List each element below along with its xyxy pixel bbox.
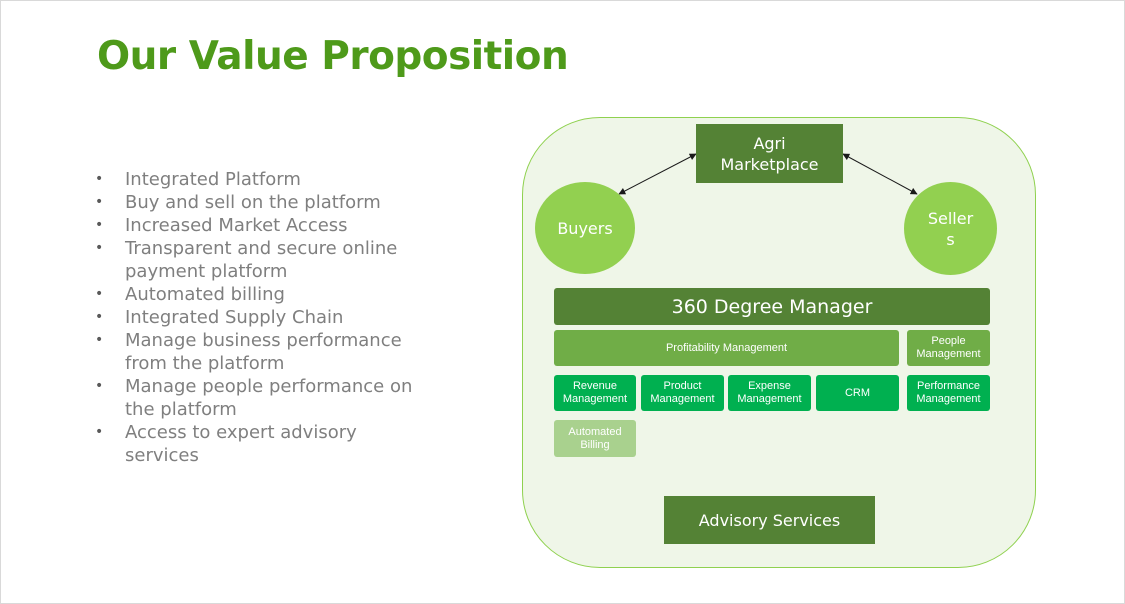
crm-label: CRM (844, 386, 871, 399)
bullet-item: • Increased Market Access (95, 214, 425, 237)
bullet-text: Access to expert advisory services (125, 422, 357, 466)
bullet-item: • Access to expert advisory services (95, 421, 425, 467)
advisory-services-box: Advisory Services (664, 496, 875, 544)
bullet-dot-icon: • (95, 378, 104, 394)
buyers-circle: Buyers (535, 182, 635, 274)
degree-manager-label: 360 Degree Manager (671, 295, 873, 318)
performance-management-label: Performance Management (916, 380, 981, 405)
profitability-management-label: Profitability Management (665, 341, 788, 354)
value-bullet-list: • Integrated Platform • Buy and sell on th… (95, 168, 425, 467)
bullet-dot-icon: • (95, 286, 104, 302)
automated-billing-box: Automated Billing (554, 420, 636, 457)
bullet-dot-icon: • (95, 217, 104, 233)
bullet-item: • Buy and sell on the platform (95, 191, 425, 214)
degree-manager-box: 360 Degree Manager (554, 288, 990, 325)
bullet-text: Manage people performance on the platfor… (125, 376, 413, 420)
bullet-dot-icon: • (95, 424, 104, 440)
buyers-label: Buyers (557, 218, 613, 238)
bullet-item: • Integrated Platform (95, 168, 425, 191)
revenue-management-box: Revenue Management (554, 375, 636, 411)
bullet-dot-icon: • (95, 309, 104, 325)
product-management-label: Product Management (650, 380, 715, 405)
automated-billing-label: Automated Billing (568, 425, 622, 451)
agri-marketplace-box: Agri Marketplace (696, 124, 843, 183)
bullet-item: • Integrated Supply Chain (95, 306, 425, 329)
agri-marketplace-label: Agri Marketplace (720, 133, 819, 174)
bullet-text: Integrated Platform (125, 169, 301, 190)
bullet-dot-icon: • (95, 240, 104, 256)
crm-box: CRM (816, 375, 899, 411)
people-management-box: People Management (907, 330, 990, 366)
bullet-text: Buy and sell on the platform (125, 192, 381, 213)
bullet-text: Transparent and secure online payment pl… (125, 238, 398, 282)
slide-title: Our Value Proposition (97, 34, 569, 79)
bullet-item: • Transparent and secure online payment p… (95, 237, 425, 283)
bullet-text: Automated billing (125, 284, 285, 305)
bullet-item: • Automated billing (95, 283, 425, 306)
expense-management-box: Expense Management (728, 375, 811, 411)
bullet-dot-icon: • (95, 332, 104, 348)
bullet-dot-icon: • (95, 194, 104, 210)
bullet-text: Increased Market Access (125, 215, 348, 236)
sellers-label: Seller s (927, 208, 974, 249)
bullet-dot-icon: • (95, 171, 104, 187)
bullet-text: Manage business performance from the pla… (125, 330, 402, 374)
people-management-label: People Management (916, 335, 981, 360)
bullet-item: • Manage business performance from the pl… (95, 329, 425, 375)
sellers-circle: Seller s (904, 182, 997, 275)
product-management-box: Product Management (641, 375, 724, 411)
advisory-services-label: Advisory Services (698, 510, 841, 530)
performance-management-box: Performance Management (907, 375, 990, 411)
bullet-item: • Manage people performance on the platfo… (95, 375, 425, 421)
profitability-management-box: Profitability Management (554, 330, 899, 366)
expense-management-label: Expense Management (737, 380, 802, 405)
revenue-management-label: Revenue Management (562, 380, 628, 405)
bullet-text: Integrated Supply Chain (125, 307, 344, 328)
